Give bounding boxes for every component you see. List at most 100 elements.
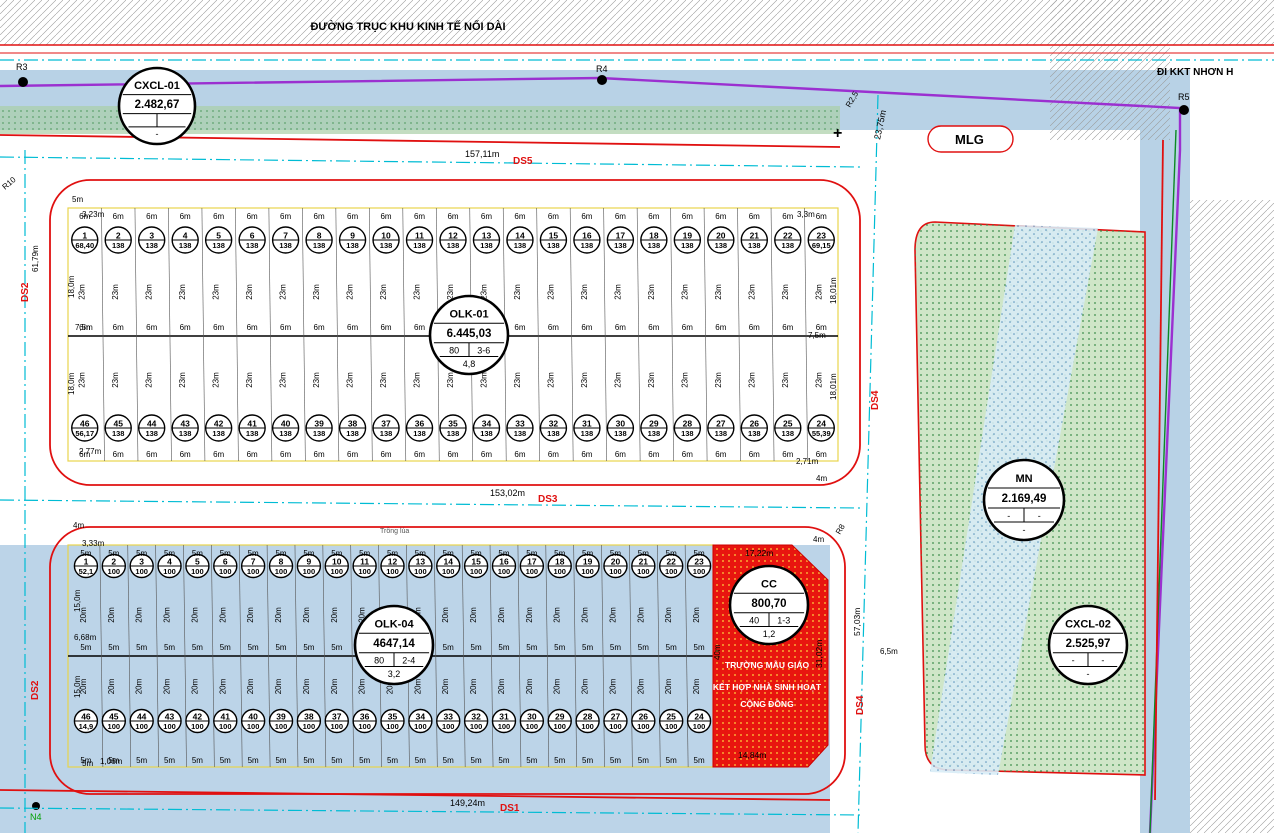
olk01-lot-depth-bottom: 23m (145, 372, 154, 388)
olk04-bottom-left-dim: 1,06m (100, 757, 123, 766)
olk01-lot-bottom-area: 138 (681, 429, 694, 438)
olk01-lot-width-mid: 6m (247, 323, 258, 332)
olk04-lot-width-top: 5m (526, 549, 537, 558)
olk01-lot-line (168, 207, 172, 462)
olk01-lot-depth-top: 23m (580, 284, 589, 300)
olk04-lot-depth-top: 20m (636, 607, 645, 623)
olk01-lot-top-area: 138 (581, 241, 594, 250)
svg-text:R5: R5 (1178, 92, 1190, 102)
olk04-lot-top-number: 12 (388, 557, 398, 567)
olk04-lot-top-number: 15 (471, 557, 481, 567)
olk04-lot-line (573, 544, 577, 768)
olk04-lot-line (127, 544, 132, 768)
olk04-lot-width-top: 5m (275, 549, 286, 558)
olk01-lot-bottom-area: 138 (782, 429, 795, 438)
olk04-lot-width-mid: 5m (220, 643, 231, 652)
olk04-lot-depth-top: 20m (553, 607, 562, 623)
olk04-lot-bottom-number: 41 (221, 712, 231, 722)
olk01-side-right-bot: 18,01m (829, 373, 838, 400)
olk01-lot-bottom-number: 35 (448, 419, 458, 429)
olk01-lot-line (636, 207, 641, 462)
olk04-lot-width-top: 5m (582, 549, 593, 558)
olk04-front-dim: 4m (73, 521, 84, 530)
olk04-badge-cell-left: 80 (374, 655, 384, 665)
olk01-lot-width-mid: 6m (113, 323, 124, 332)
olk01-lot-line (703, 207, 708, 462)
olk04-side-left: 15,0m (73, 589, 82, 612)
olk01-side-right-top: 18,01m (829, 277, 838, 304)
cxcl02-badge-code: CXCL-02 (1065, 618, 1111, 630)
olk01-lot-width-top: 6m (380, 212, 391, 221)
kindergarten-line1: TRƯỜNG MẪU GIÁO (725, 659, 810, 670)
olk01-lot-width-bottom: 6m (113, 450, 124, 459)
olk01-lot-depth-top: 23m (781, 284, 790, 300)
cc-badge-cell-left: 40 (749, 615, 759, 625)
olk01-lot-width-mid: 6m (816, 323, 827, 332)
olk01-lot-width-mid: 6m (380, 323, 391, 332)
olk01-lot-top-area: 138 (715, 241, 728, 250)
olk01-lot-bottom-area: 138 (447, 429, 460, 438)
olk01-lot-line (134, 207, 139, 462)
olk01-lot-depth-top: 23m (178, 284, 187, 300)
olk04-lot-depth-top: 20m (302, 607, 311, 623)
olk04-lot-width-bottom: 5m (638, 756, 649, 765)
olk01-lot-width-bottom: 6m (213, 450, 224, 459)
olk01-badge-cell-bottom: 4,8 (463, 359, 476, 369)
olk04-lot-depth-bottom: 20m (79, 678, 88, 694)
olk01-lot-top-area: 138 (648, 241, 661, 250)
olk04-lot-bottom-area: 100 (442, 722, 455, 731)
olk01-rear-dim: 4m (816, 474, 827, 483)
olk01-lot-width-top: 6m (749, 212, 760, 221)
kindergarten-line2: KẾT HỢP NHÀ SINH HOẠT (713, 682, 822, 692)
olk04-lot-line (656, 544, 661, 768)
olk01-lot-width-top: 6m (615, 212, 626, 221)
olk04-lot-top-number: 5 (195, 557, 200, 567)
olk04-lots: 152,14614,95m5m5m20m20m2100451005m5m5m20… (73, 544, 712, 768)
olk01-lot-bottom-number: 44 (147, 419, 157, 429)
olk04-lot-width-bottom: 5m (526, 756, 537, 765)
olk04-lot-bottom-area: 100 (331, 722, 344, 731)
olk04-lot-top-area: 100 (442, 567, 455, 576)
olk04-lot-bottom-area: 100 (247, 722, 260, 731)
olk04-lot-depth-bottom: 20m (274, 678, 283, 694)
olk04-lot-depth-bottom: 20m (525, 678, 534, 694)
olk04-lot-bottom-area: 100 (275, 722, 288, 731)
olk01-lot-depth-top: 23m (145, 284, 154, 300)
olk01-lot-bottom-area: 138 (179, 429, 192, 438)
olk04-lot-top-number: 10 (332, 557, 342, 567)
olk01-lot-width-top: 6m (180, 212, 191, 221)
olk04-lot-bottom-number: 33 (444, 712, 454, 722)
olk01-lot-depth-bottom: 23m (814, 372, 823, 388)
olk04-lot-bottom-area: 100 (414, 722, 427, 731)
olk04-top-left-dim: 3,33m (82, 539, 105, 548)
olk01-lot-bottom-number: 46 (80, 419, 90, 429)
olk04-badge-code: OLK-04 (374, 618, 414, 630)
olk01-lot-line (302, 207, 306, 462)
olk04-lot-width-bottom: 5m (610, 756, 621, 765)
olk04-lot-top-area: 52,1 (79, 567, 94, 576)
cc-bottom-dim: 14,84m (738, 750, 766, 760)
olk01-lot-depth-bottom: 23m (413, 372, 422, 388)
purple-boundary (0, 76, 1182, 833)
olk01-badge-circle (428, 294, 510, 376)
olk04-lot-bottom-area: 100 (163, 722, 176, 731)
olk04-lot-depth-bottom: 20m (413, 678, 422, 694)
olk01-lot-line (536, 207, 540, 462)
olk04-lot-bottom-area: 100 (135, 722, 148, 731)
olk04-lot-depth-bottom: 20m (664, 678, 673, 694)
olk04-lot-depth-top: 20m (330, 607, 339, 623)
cc-badge-code: CC (761, 578, 777, 590)
olk04-lot-bottom-area: 100 (108, 722, 121, 731)
olk04-lot-width-top: 5m (359, 549, 370, 558)
olk01-lot-depth-top: 23m (647, 284, 656, 300)
olk01-lot-width-bottom: 6m (380, 450, 391, 459)
olk01-lot-width-bottom: 6m (180, 450, 191, 459)
olk01-lot-width-bottom: 6m (146, 450, 157, 459)
olk04-lot-width-mid: 5m (108, 643, 119, 652)
olk01-lot-width-bottom: 6m (548, 450, 559, 459)
olk04-lot-bottom-number: 32 (471, 712, 481, 722)
olk01-lot-bottom-area: 138 (547, 429, 560, 438)
olk04-lot-depth-top: 20m (525, 607, 534, 623)
olk01-lot-bottom-number: 30 (616, 419, 626, 429)
olk01-side-left-top: 18,0m (67, 275, 76, 298)
